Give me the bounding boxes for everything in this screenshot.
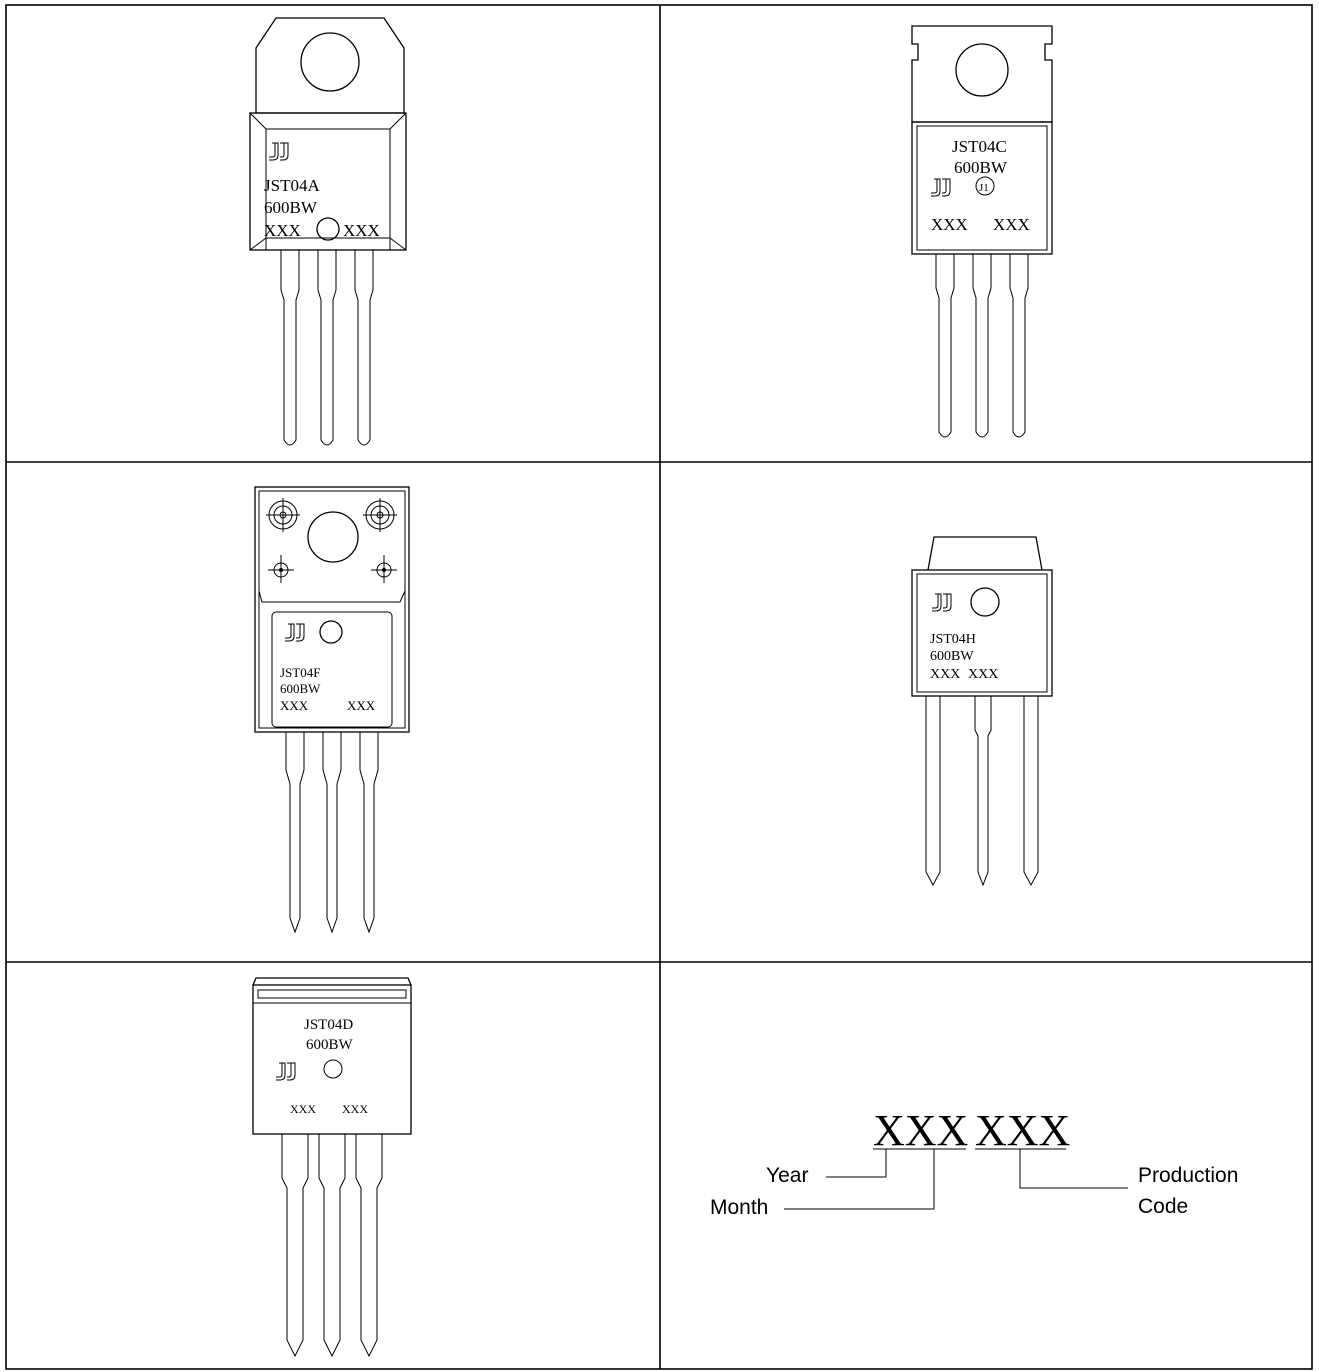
production-label: Production xyxy=(1138,1164,1238,1187)
leads xyxy=(280,250,374,446)
month-label: Month xyxy=(710,1196,768,1219)
pin1-dot xyxy=(319,620,343,644)
logo-icon xyxy=(930,178,951,197)
package-jst04c: JST04C 600BW J1 XXX XXX xyxy=(911,25,1053,438)
rating-code: 600BW xyxy=(306,1037,354,1053)
rating-code: 600BW xyxy=(954,158,1008,177)
legend-production-code: XXX xyxy=(975,1106,1070,1155)
pin1-dot xyxy=(316,217,340,241)
leads xyxy=(935,254,1029,438)
alignment-mark-right xyxy=(371,555,397,583)
production-code: XXX xyxy=(347,698,376,713)
rating-code: 600BW xyxy=(280,681,321,696)
leads xyxy=(925,696,1039,887)
part-number: JST04D xyxy=(304,1017,353,1033)
mounting-hole-right xyxy=(363,498,397,532)
leads xyxy=(281,1134,383,1358)
production-code: XXX xyxy=(343,221,380,240)
production-code: XXX xyxy=(342,1102,368,1116)
code-label: Code xyxy=(1138,1195,1188,1218)
date-code: XXX xyxy=(290,1102,316,1116)
logo-icon xyxy=(268,142,289,161)
mark-code: J1 xyxy=(979,182,989,194)
mounting-hole-left xyxy=(266,498,300,532)
legend-date-code: XXX xyxy=(873,1106,968,1155)
logo-icon xyxy=(275,1062,296,1081)
logo-icon xyxy=(931,593,952,612)
part-number: JST04A xyxy=(264,176,320,195)
package-jst04f: JST04F 600BW XXX XXX xyxy=(254,486,410,934)
package-jst04d: JST04D 600BW XXX XXX xyxy=(252,977,412,1358)
pin1-mark xyxy=(975,176,995,196)
part-number: JST04F xyxy=(280,665,320,680)
leads xyxy=(285,732,379,934)
part-number: JST04C xyxy=(952,137,1007,156)
production-code: XXX xyxy=(993,215,1030,234)
year-label: Year xyxy=(766,1164,808,1187)
logo-icon xyxy=(284,623,305,642)
code-legend: XXX XXX Year Month Production Code xyxy=(710,1106,1238,1219)
package-jst04a: JST04A 600BW XXX XXX xyxy=(249,17,407,446)
part-number: JST04H xyxy=(930,632,976,647)
rating-code: 600BW xyxy=(930,649,974,664)
package-jst04h: JST04H 600BW XXX XXX xyxy=(911,536,1053,887)
table-grid xyxy=(5,4,1313,1370)
pin1-dot xyxy=(970,587,1000,617)
date-code: XXX xyxy=(930,667,960,682)
alignment-mark-left xyxy=(268,555,294,583)
pin1-dot xyxy=(323,1059,343,1079)
date-code: XXX xyxy=(280,698,309,713)
date-code: XXX xyxy=(931,215,968,234)
date-code: XXX xyxy=(264,221,301,240)
rating-code: 600BW xyxy=(264,198,318,217)
production-code: XXX xyxy=(968,667,998,682)
